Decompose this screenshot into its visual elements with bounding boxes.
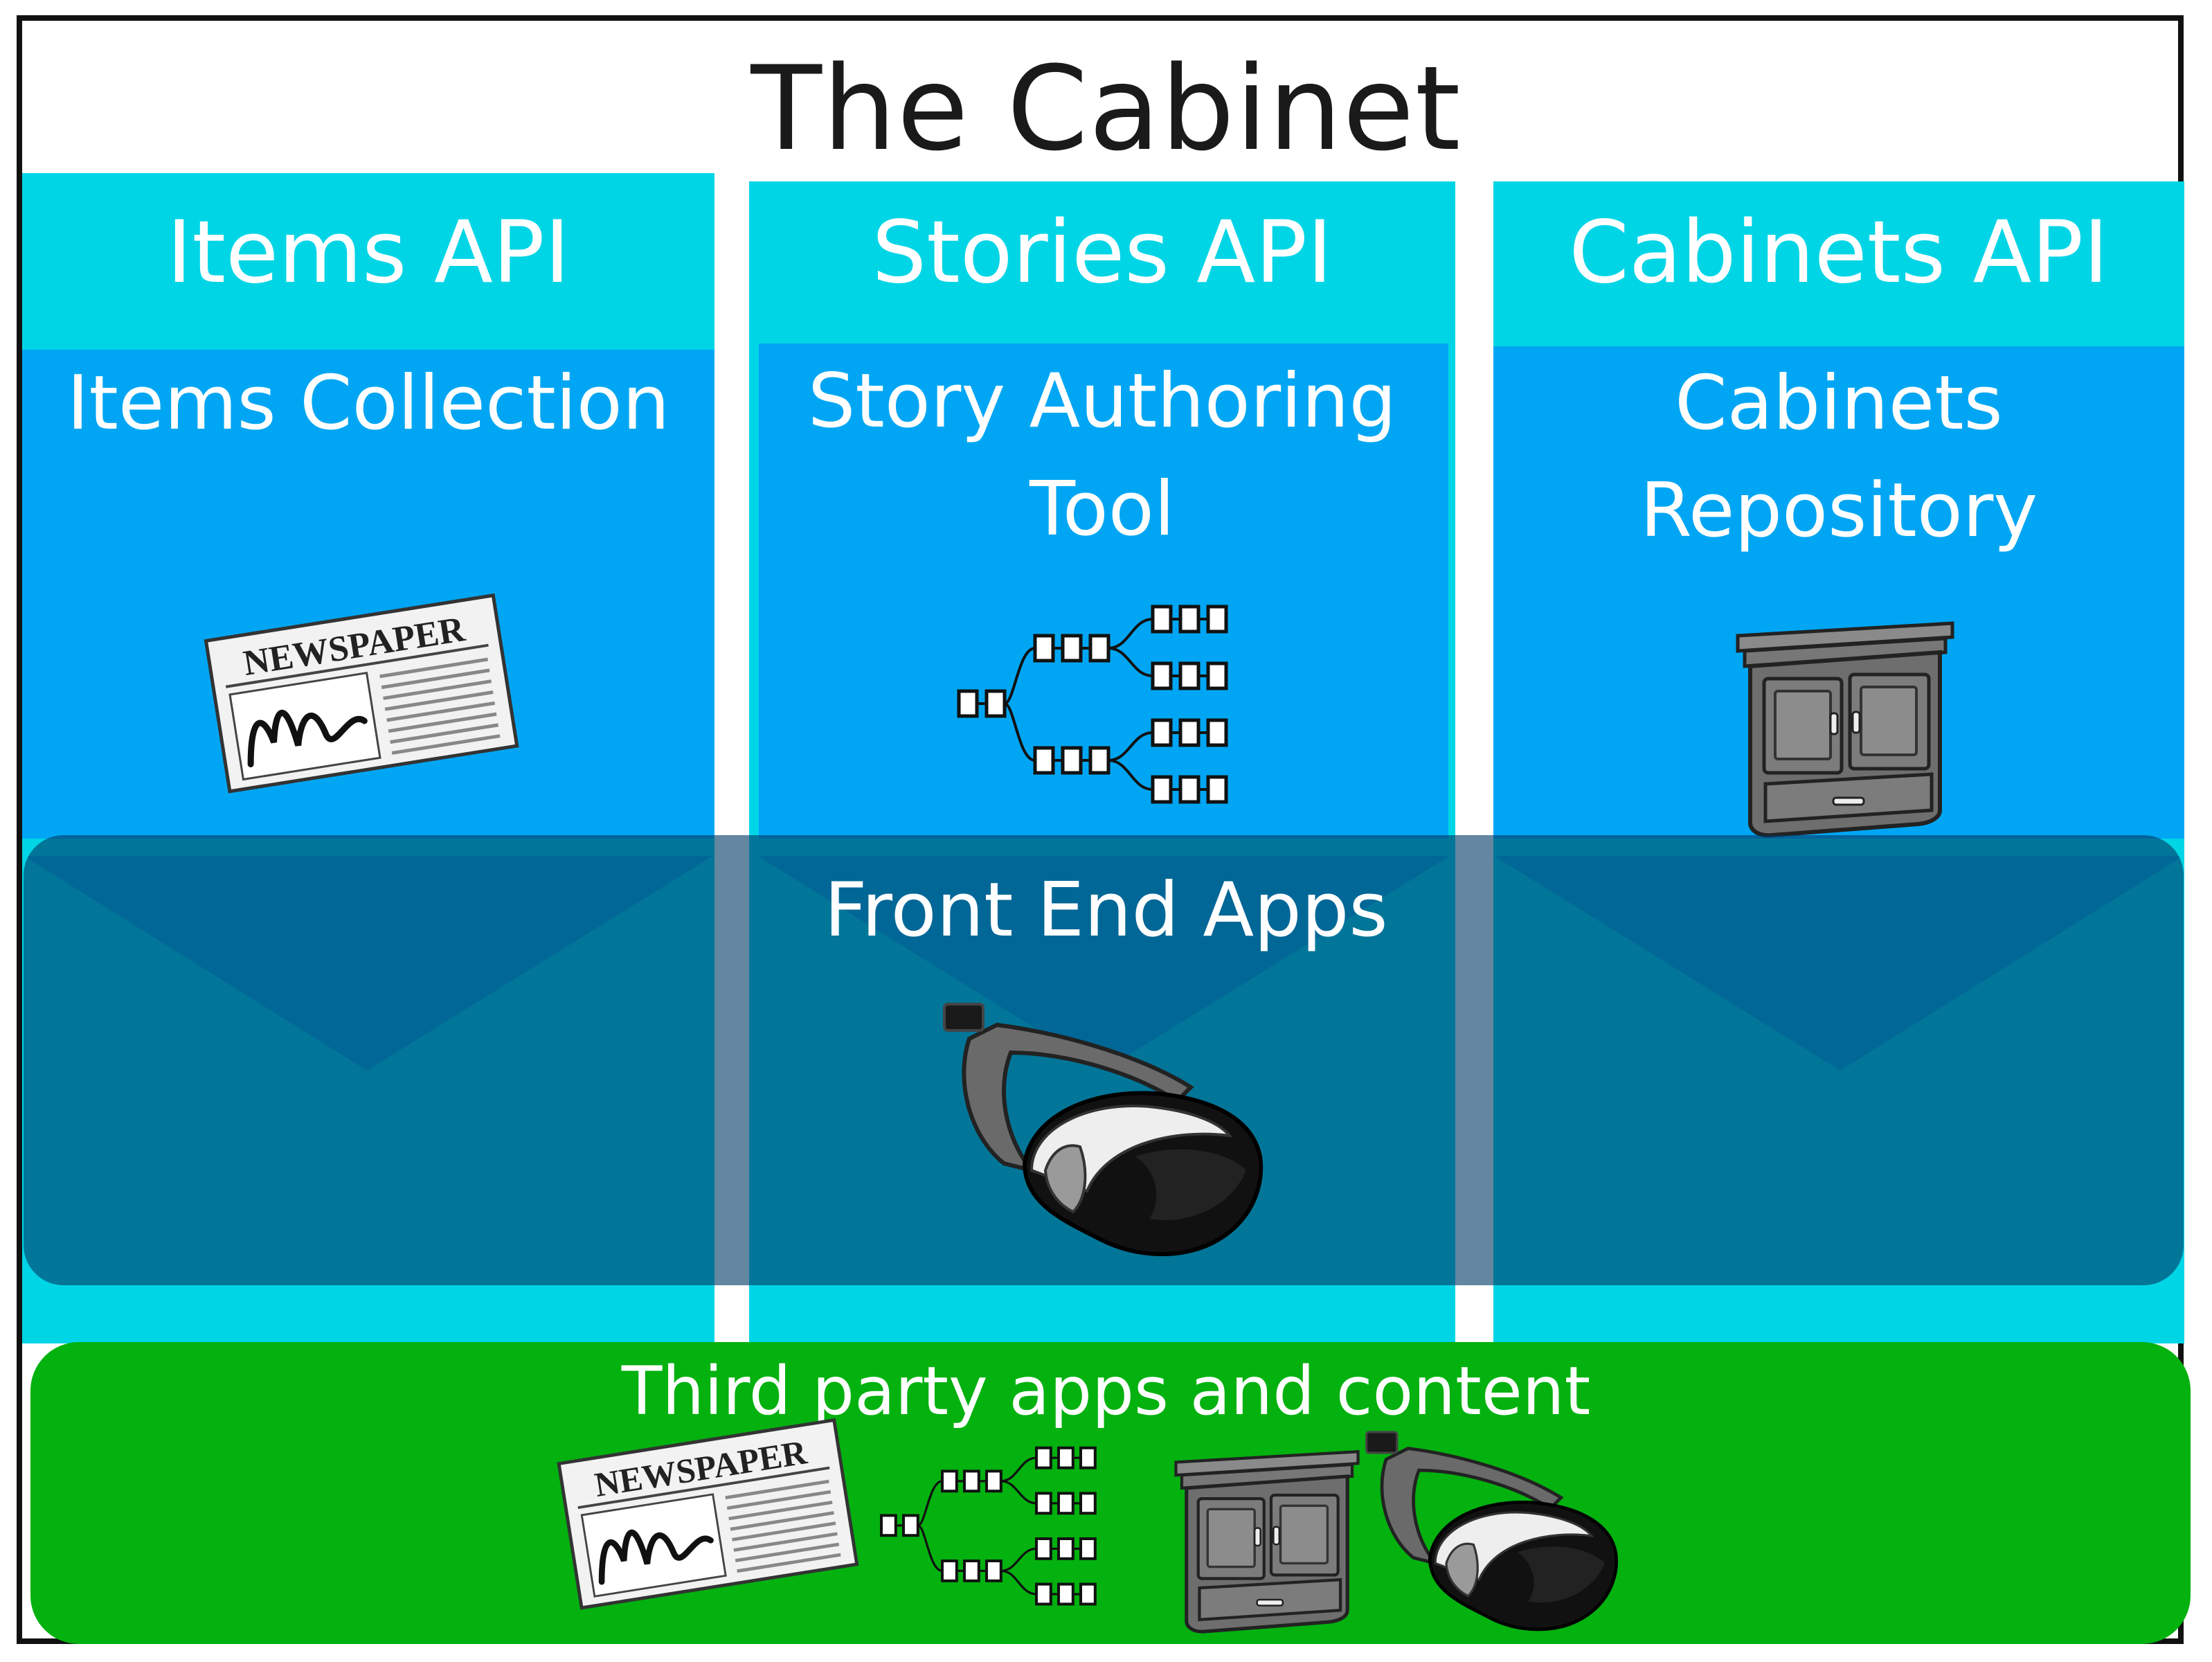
band-chevrons (24, 856, 2184, 1071)
vr-headset-icon (943, 1003, 1264, 1256)
story-tree-icon (957, 605, 1228, 804)
items-api-header: Items API (166, 203, 570, 303)
cabinets-repository-label-line1: Cabinets (1675, 360, 2003, 447)
cabinet-icon (1736, 621, 1954, 838)
cabinets-api-header: Cabinets API (1569, 203, 2109, 303)
story-authoring-label-line2: Tool (1029, 466, 1175, 553)
diagram-title: The Cabinet (750, 41, 1462, 177)
front-end-apps-label: Front End Apps (824, 867, 1388, 954)
newspaper-icon: NEWSPAPER (204, 593, 519, 794)
third-party-band (30, 1342, 2191, 1644)
cabinets-repository-label-line2: Repository (1639, 467, 2038, 554)
third-party-label: Third party apps and content (621, 1352, 1591, 1430)
third-party-vr-headset-icon (1365, 1431, 1618, 1632)
items-collection-label: Items Collection (66, 360, 670, 447)
third-party-cabinet-icon (1174, 1449, 1360, 1634)
story-authoring-label-line1: Story Authoring (807, 358, 1397, 445)
third-party-newspaper-icon: NEWSPAPER (557, 1418, 859, 1610)
stories-api-header: Stories API (872, 203, 1333, 303)
third-party-story-tree-icon (880, 1446, 1097, 1606)
